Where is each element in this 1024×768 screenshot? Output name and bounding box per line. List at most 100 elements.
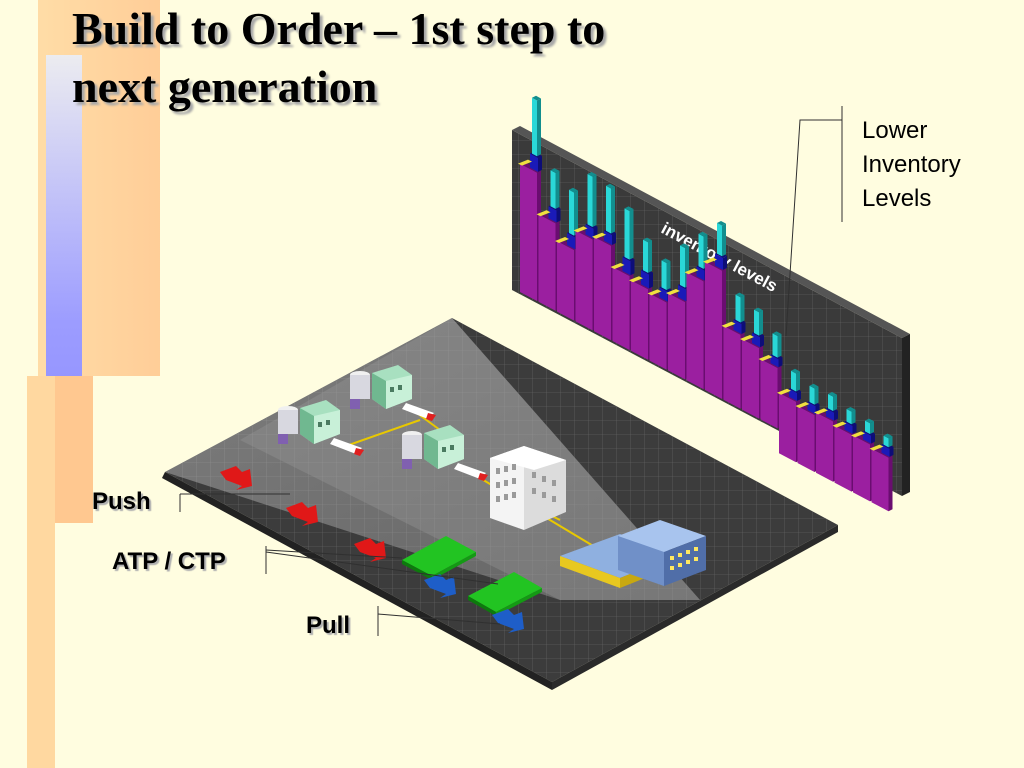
atp-pad-1 (402, 536, 476, 580)
inventory-bar-segment (735, 294, 741, 323)
inventory-bar-segment (791, 368, 800, 374)
inventory-bar-segment (789, 388, 797, 402)
inventory-bar-segment (754, 309, 759, 336)
inventory-bar-segment (851, 431, 865, 438)
inventory-bar-segment (834, 425, 852, 492)
inventory-bar-segment (865, 420, 870, 435)
inventory-bar-segment (888, 455, 893, 512)
inventory-bar-segment (777, 388, 791, 395)
inventory-bar-segment (853, 435, 870, 502)
inventory-bar-segment (606, 185, 611, 234)
inventory-bar-segment (696, 266, 705, 281)
inventory-bar-segment (569, 187, 578, 193)
inventory-bar-segment (686, 272, 704, 390)
leader-lines (179, 106, 843, 636)
inventory-bar-segment (548, 206, 557, 223)
inventory-bar-segment (666, 289, 680, 295)
inventory-bar-segment (832, 421, 847, 428)
inventory-bar-segment (871, 448, 889, 512)
inventory-bar-segment (791, 370, 796, 392)
inventory-bar-segment (567, 233, 575, 250)
inventory-bar-segment (604, 230, 612, 246)
inventory-bar-segment (814, 386, 819, 405)
inventory-bar-segment (888, 436, 893, 448)
inventory-bar-segment (758, 355, 773, 361)
inventory-bar-segment (883, 435, 889, 448)
inventory-bar-segment (828, 394, 833, 412)
inventory-bar-segment (740, 295, 745, 323)
decor-stripe-orange-mid (48, 376, 93, 523)
inventory-bar-segment (538, 155, 542, 172)
inventory-bar-segment (889, 446, 894, 457)
inventory-bar-segment (863, 431, 871, 444)
inventory-bar-segment (592, 174, 597, 228)
inventory-bar-segment (796, 371, 800, 392)
inventory-bar-segment (834, 410, 838, 421)
inventory-bar-segment (814, 408, 828, 415)
inventory-bar-segment (622, 257, 631, 276)
inventory-bar-segment (550, 170, 556, 209)
inventory-bar-segment (659, 287, 668, 302)
inventory-bar-segment (698, 233, 704, 269)
pull-arrow (424, 574, 456, 598)
inventory-bar-segment (569, 189, 574, 236)
inventory-bar-segment (661, 260, 667, 291)
push-arrow (354, 538, 386, 562)
inventory-bar-segment (883, 433, 893, 439)
inventory-bar-segment (851, 409, 856, 425)
inventory-bar-segment (630, 259, 635, 276)
inventory-bar-segment (678, 285, 686, 302)
inventory-bar-segment (555, 237, 569, 243)
inventory-bar-segment (871, 433, 875, 444)
inventory-bar-segment (846, 409, 852, 425)
slide-title-line1: Build to Order – 1st step to (72, 3, 606, 54)
inventory-bar-segment (629, 276, 643, 283)
inventory-bar-segment (536, 210, 551, 217)
inventory-bar-segment (698, 231, 708, 237)
inventory-bar-segment (532, 95, 541, 101)
inventory-bar-segment (555, 170, 560, 209)
inventory-bar-segment (587, 172, 597, 177)
inventory-bar-segment (870, 421, 874, 435)
decor-stripe-blue (46, 55, 82, 437)
inventory-bar-segment (518, 159, 532, 166)
inventory-bar-segment (846, 407, 856, 412)
inventory-bar-segment (717, 223, 722, 257)
inventory-bar-segment (865, 418, 874, 424)
inventory-bar-segment (631, 280, 648, 360)
push-arrow (220, 466, 252, 490)
inventory-bar-segment (641, 270, 649, 289)
inventory-bar-segment (723, 255, 727, 270)
inventory-bar-segment (721, 321, 736, 328)
inventory-bar-segment (715, 253, 723, 270)
inventory-bar-segment (779, 392, 796, 463)
inventory-bar-segment (538, 214, 556, 311)
inventory-bar-segment (643, 239, 648, 273)
inventory-bar-segment (573, 226, 588, 233)
inventory-bar-segment (809, 385, 815, 405)
distribution-tower (490, 446, 566, 530)
inventory-bar-segment (828, 392, 837, 397)
inventory-bar-segment (760, 359, 778, 429)
inventory-bar-segment (844, 421, 853, 434)
inventory-bar-segment (594, 236, 611, 341)
inventory-bar-segment (772, 333, 778, 358)
inventory-bar-segment (797, 391, 801, 402)
inventory-bar-segment (833, 394, 837, 412)
inventory-bar-segment (778, 357, 783, 368)
inventory-bar-segment (717, 221, 726, 226)
inventory-bar-segment (741, 322, 746, 335)
inventory-bar-segment (722, 223, 726, 257)
inventory-bar-segment (754, 307, 763, 313)
inventory-bar-segment (740, 335, 754, 341)
atp-pad-2 (468, 572, 542, 616)
factory-building (350, 365, 436, 421)
inventory-bar-segment (797, 406, 815, 473)
push-arrow (286, 502, 318, 526)
inventory-bar-segment (752, 333, 760, 348)
inventory-bar-segment (612, 233, 616, 246)
inventory-bar-segment (735, 292, 745, 298)
inventory-bars (518, 95, 894, 512)
inventory-bar-segment (592, 232, 606, 239)
inventory-bar-segment (520, 163, 537, 302)
